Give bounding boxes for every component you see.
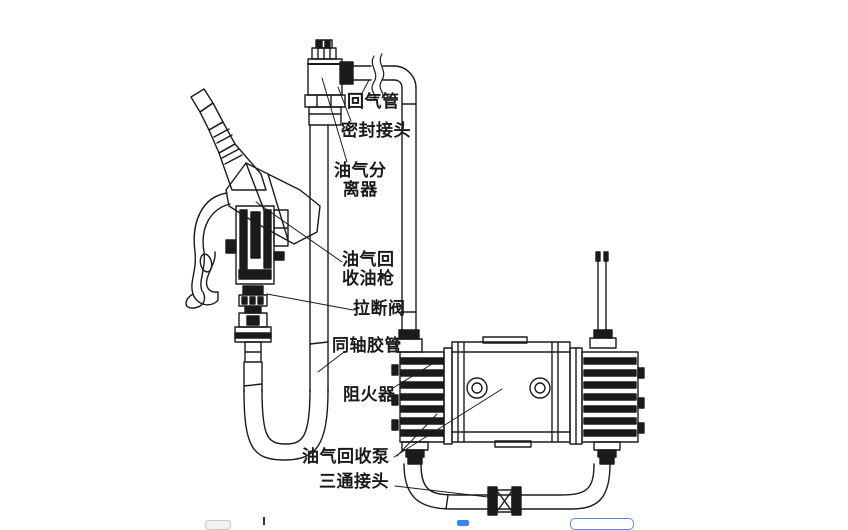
pump-drawing: [391, 336, 645, 465]
label-flame-arrester: 阻火器: [343, 385, 396, 404]
tee-joint-drawing: [487, 486, 522, 516]
label-vapor-recovery-pump: 油气回收泵: [302, 447, 390, 466]
partial-button-widget[interactable]: [570, 518, 634, 530]
leader-sealed-joint: [337, 86, 352, 122]
leader-tee-joint: [394, 485, 489, 498]
oil-gas-separator-drawing: [304, 39, 354, 126]
partial-pill-widget[interactable]: [205, 520, 231, 530]
leader-coaxial-hose: [317, 351, 345, 373]
label-sealed-joint: 密封接头: [341, 121, 411, 140]
label-vapor-recovery-nozzle: 油气回 收油枪: [342, 250, 395, 289]
pipe-break-mark: [371, 55, 377, 101]
nozzle-drawing: [185, 88, 321, 309]
breakaway-valve-drawing: [234, 285, 272, 363]
label-oil-gas-separator: 油气分 离器: [334, 161, 387, 200]
leader-breakaway-valve: [266, 293, 354, 311]
outlet-pipe-drawing: [589, 251, 617, 349]
leader-vapor-recovery-nozzle: [255, 201, 343, 263]
partial-text-caret: [263, 517, 265, 525]
leader-vapor-recovery-pump-2: [396, 413, 438, 457]
label-coaxial-hose: 同轴胶管: [332, 336, 402, 355]
return-gas-pipe-drawing: [352, 53, 417, 101]
down-pipe-drawing: [395, 87, 423, 353]
partial-checkbox-widget[interactable]: [457, 520, 469, 526]
label-tee-joint: 三通接头: [319, 472, 389, 491]
label-return-gas-pipe: 回气管: [347, 92, 400, 111]
leader-flame-arrester: [392, 360, 438, 389]
label-breakaway-valve: 拉断阀: [353, 299, 406, 318]
bottom-pipe-drawing: [403, 463, 611, 516]
sealed-joint-drawing: [339, 61, 354, 85]
leader-oil-gas-separator: [321, 77, 348, 163]
leader-lines: [255, 77, 503, 498]
leader-return-gas-pipe: [360, 79, 370, 96]
pipe-break-mark: [379, 53, 385, 99]
leader-vapor-recovery-pump: [393, 388, 503, 458]
coaxial-hose-drawing: [243, 124, 329, 461]
